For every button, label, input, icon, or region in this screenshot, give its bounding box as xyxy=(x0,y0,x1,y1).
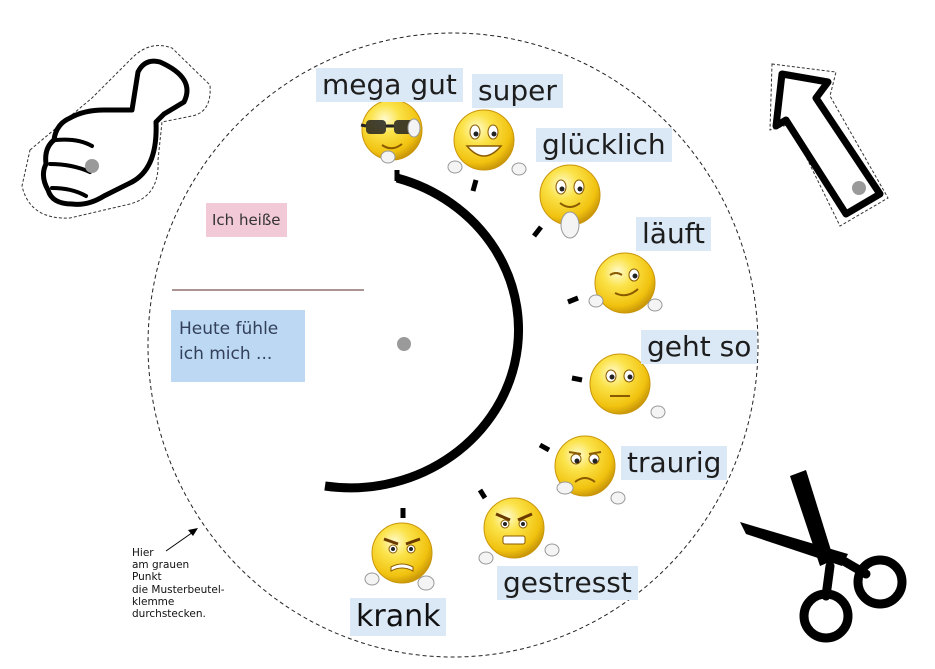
mood-label-laeuft: läuft xyxy=(636,217,712,251)
mood-label-krank: krank xyxy=(350,598,447,636)
mood-label-mega-gut: mega gut xyxy=(316,68,463,102)
instruction-arrow-icon xyxy=(165,528,198,552)
mood-label-traurig: traurig xyxy=(621,446,728,480)
mood-label-gestresst: gestresst xyxy=(497,566,638,600)
cool-nerd-emoji-icon xyxy=(360,99,423,164)
tick-4 xyxy=(567,295,579,305)
mood-label-super: super xyxy=(472,74,563,108)
cut-line-circle xyxy=(147,32,759,658)
scale-arc xyxy=(324,173,524,493)
arrow-pointer-icon xyxy=(769,63,889,227)
stressed-emoji-icon xyxy=(478,497,560,565)
instruction-line: am grauen xyxy=(132,559,190,572)
winking-emoji-icon xyxy=(588,252,663,314)
feeling-prompt-line-2: ich mich ... xyxy=(179,344,273,364)
thumb-pivot-dot xyxy=(85,159,99,173)
scale-ticks xyxy=(394,170,583,518)
instruction-line: Hier xyxy=(132,547,154,559)
instruction-text: Hier am grauen Punkt die Musterbeutel- k… xyxy=(132,547,225,620)
scissors-icon xyxy=(740,470,907,643)
sad-emoji-icon xyxy=(554,435,626,505)
center-pivot-dot xyxy=(397,337,411,351)
grinning-emoji-icon xyxy=(447,109,527,176)
tick-7 xyxy=(477,488,488,500)
tick-5 xyxy=(571,375,583,383)
tick-6 xyxy=(538,442,551,453)
feeling-prompt-line-1: Heute fühle xyxy=(179,319,279,339)
neutral-emoji-icon xyxy=(589,353,666,419)
feeling-prompt-label: Heute fühle ich mich ... xyxy=(171,310,305,382)
mood-label-geht-so: geht so xyxy=(641,330,758,364)
instruction-line: durchstecken. xyxy=(132,608,206,621)
instruction-line: Punkt xyxy=(132,571,162,584)
name-prompt-label: Ich heiße xyxy=(206,203,287,237)
arrow-pivot-dot xyxy=(852,181,866,195)
sick-emoji-icon xyxy=(364,522,435,591)
tick-3 xyxy=(532,225,543,238)
mood-label-gluecklich: glücklich xyxy=(536,128,672,162)
instruction-line: klemme xyxy=(132,595,175,608)
instruction-line: die Musterbeutel- xyxy=(132,583,225,596)
happy-hands-clasped-emoji-icon xyxy=(539,164,601,239)
tick-2 xyxy=(470,179,479,192)
thumbs-up-icon xyxy=(21,45,211,219)
